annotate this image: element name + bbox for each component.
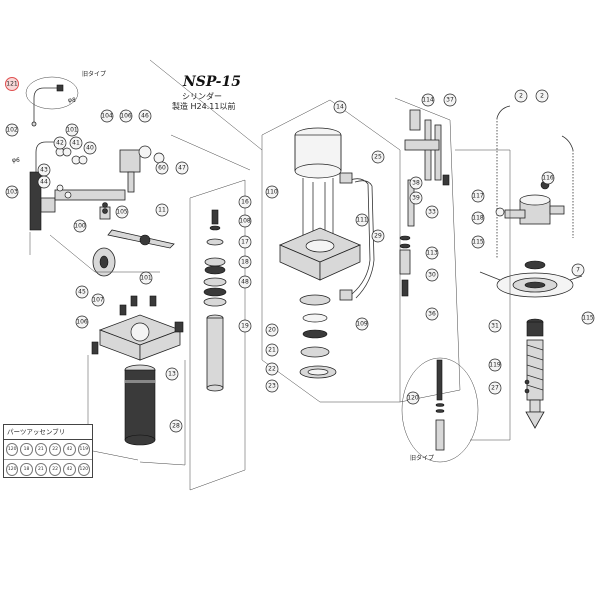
callout-116: 116 (542, 175, 554, 182)
callout-121-highlight (5, 77, 19, 91)
callout-111: 111 (356, 217, 368, 224)
callout-markers: 121 102 101 42 41 40 43 44 103 100 104 1… (5, 77, 595, 433)
rod-assembly (399, 109, 450, 297)
callout-20: 20 (268, 327, 276, 334)
callout-100: 100 (74, 223, 86, 230)
old-type-note-top: 旧タイプ (82, 70, 106, 78)
assembly-chip: 18 (20, 463, 33, 476)
diagram-title: NSP-15 (183, 74, 241, 90)
cylinder-tube-28 (124, 364, 156, 446)
callout-108: 108 (239, 218, 251, 225)
assembly-chip: 120 (6, 463, 19, 476)
callout-43: 43 (40, 167, 48, 174)
callout-101: 101 (66, 127, 78, 134)
callout-29: 29 (374, 233, 382, 240)
parts-assembly-row-2: 120 18 21 22 42 120 (4, 460, 92, 479)
assembly-chip: 21 (34, 463, 47, 476)
hose-assembly (31, 84, 64, 127)
parts-assembly-row-1: 120 18 21 22 42 119 (4, 440, 92, 460)
callout-106b: 106 (76, 319, 88, 326)
parts-assembly-table: パーツアッセンブリ 120 18 21 22 42 119 120 18 21 … (3, 424, 93, 478)
handle-assembly (92, 145, 175, 277)
phi8-note: φ8 (68, 97, 76, 104)
callout-30: 30 (428, 272, 436, 279)
grease-nipple-group (29, 141, 126, 231)
callout-121: 121 (6, 81, 18, 88)
callout-31: 31 (491, 323, 499, 330)
callout-119: 119 (489, 362, 501, 369)
callout-117: 117 (472, 193, 484, 200)
phi6-note: φ6 (12, 157, 20, 164)
assembly-chip: 22 (48, 443, 62, 456)
callout-19: 19 (241, 323, 249, 330)
callout-115b: 115 (582, 315, 594, 322)
callout-101b: 101 (140, 275, 152, 282)
callout-103: 103 (6, 189, 18, 196)
assembly-chip: 18 (20, 443, 33, 456)
callout-25: 25 (374, 154, 382, 161)
callout-21: 21 (268, 347, 276, 354)
callout-105: 105 (116, 209, 128, 216)
callout-7: 7 (576, 267, 580, 274)
callout-45: 45 (78, 289, 86, 296)
assembly-chip: 42 (63, 443, 76, 456)
callout-14: 14 (336, 104, 344, 111)
callout-113: 113 (426, 250, 438, 257)
callout-38: 38 (412, 180, 420, 187)
callout-16: 16 (241, 199, 249, 206)
callout-17: 17 (241, 239, 249, 246)
callout-23: 23 (268, 383, 276, 390)
callout-36: 36 (428, 311, 436, 318)
callout-2b: 2 (540, 93, 544, 100)
callout-22: 22 (268, 366, 276, 373)
diagram-subtitle: シリンダー (182, 92, 222, 101)
callout-104: 104 (101, 113, 113, 120)
callout-13: 13 (168, 371, 176, 378)
manufacture-note: 製造 H24.11以前 (172, 102, 236, 111)
assembly-chip: 21 (34, 443, 47, 456)
callout-42: 42 (56, 140, 64, 147)
callout-118: 118 (472, 215, 484, 222)
assembly-chip: 119 (77, 443, 90, 456)
callout-37: 37 (446, 97, 454, 104)
callout-27: 27 (491, 385, 499, 392)
callout-2a: 2 (519, 93, 523, 100)
callout-120: 120 (407, 395, 419, 402)
callout-18: 18 (241, 259, 249, 266)
callout-114: 114 (422, 97, 434, 104)
callout-44: 44 (40, 179, 48, 186)
main-body (278, 127, 375, 379)
callout-109: 109 (356, 321, 368, 328)
callout-33: 33 (428, 209, 436, 216)
assembly-chip: 42 (63, 463, 76, 476)
base-block-assembly (91, 295, 184, 361)
spring-assembly (479, 105, 583, 429)
callout-46: 46 (141, 113, 149, 120)
callout-11: 11 (158, 207, 166, 214)
callout-41: 41 (72, 140, 80, 147)
old-type-pin-detail (401, 357, 479, 463)
callout-106: 106 (120, 113, 132, 120)
callout-48: 48 (241, 279, 249, 286)
callout-47: 47 (178, 165, 186, 172)
callout-60: 60 (158, 165, 166, 172)
old-type-callout-top (25, 76, 79, 110)
callout-102: 102 (6, 127, 18, 134)
callout-40: 40 (86, 145, 94, 152)
callout-115a: 115 (472, 239, 484, 246)
callout-107: 107 (92, 297, 104, 304)
callout-39: 39 (412, 195, 420, 202)
assembly-chip: 120 (77, 463, 90, 476)
callout-28: 28 (172, 423, 180, 430)
piston-stack (203, 209, 227, 392)
assembly-chip: 22 (48, 463, 62, 476)
callout-110: 110 (266, 189, 278, 196)
old-type-note-bottom: 旧タイプ (410, 454, 434, 462)
assembly-chip: 120 (6, 443, 19, 456)
parts-assembly-header: パーツアッセンブリ (4, 425, 92, 440)
